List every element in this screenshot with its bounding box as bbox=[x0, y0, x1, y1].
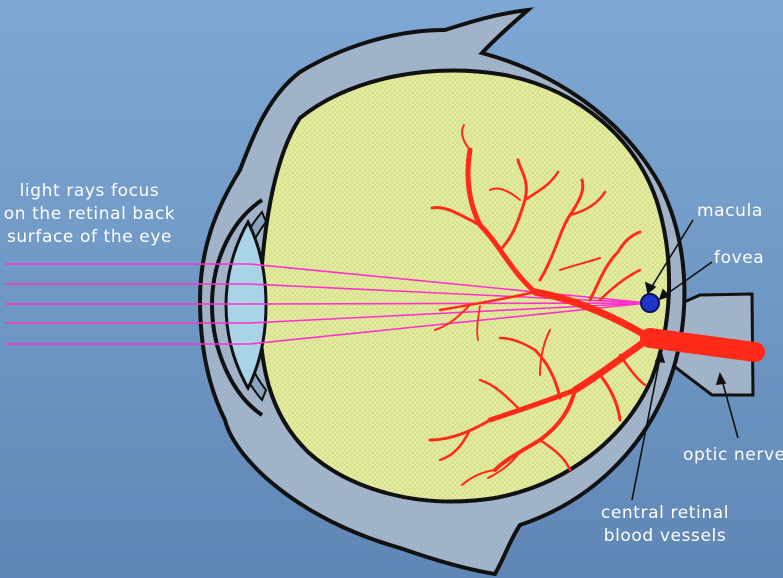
central-retinal-label: central retinal blood vessels bbox=[600, 502, 730, 548]
macula-label: macula bbox=[697, 200, 763, 223]
fovea-label: fovea bbox=[714, 247, 764, 270]
light-rays-label-line-1: light rays focus bbox=[2, 180, 177, 203]
fovea-dot bbox=[641, 294, 659, 312]
central-retinal-label-line-1: central retinal bbox=[600, 502, 730, 525]
light-rays-label-line-3: surface of the eye bbox=[2, 226, 177, 249]
vitreous-body bbox=[260, 71, 669, 502]
light-rays-label-line-2: on the retinal back bbox=[2, 203, 177, 226]
optic-nerve-label: optic nerve bbox=[683, 444, 783, 467]
central-retinal-label-line-2: blood vessels bbox=[600, 525, 730, 548]
light-rays-label: light rays focus on the retinal back sur… bbox=[2, 180, 177, 249]
